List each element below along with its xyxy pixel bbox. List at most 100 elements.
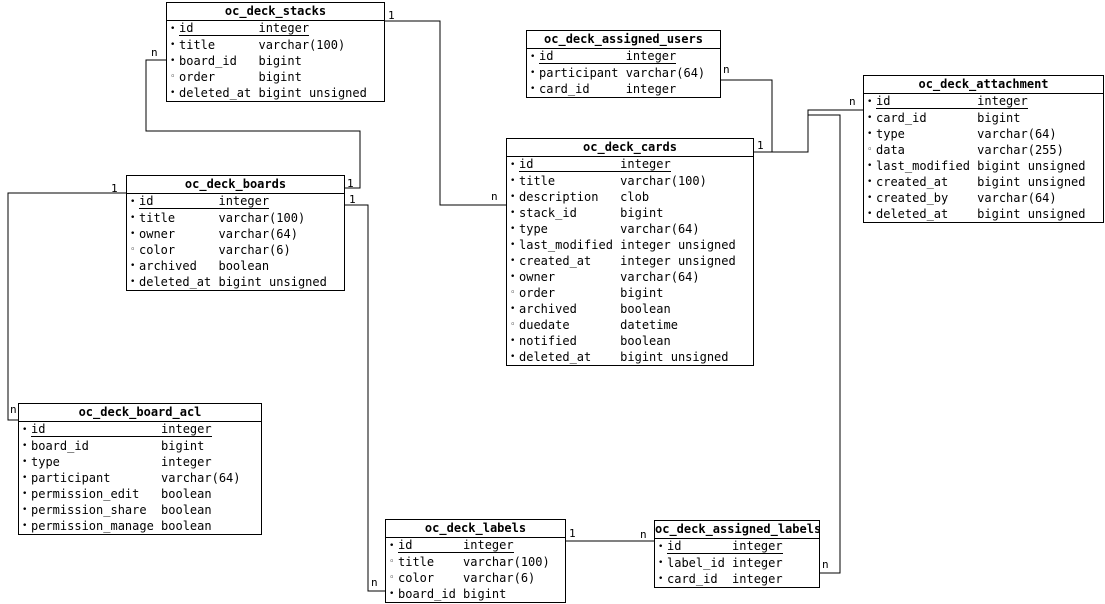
field-type: integer	[161, 454, 212, 469]
relationship-oc_deck_cards-oc_deck_assigned_labels	[808, 114, 841, 574]
notnull-bullet-icon: •	[510, 272, 516, 282]
field-type: integer	[218, 194, 270, 208]
notnull-bullet-icon: •	[389, 589, 395, 599]
field-type: integer	[625, 49, 677, 63]
notnull-bullet-icon: •	[867, 193, 873, 203]
nullable-bullet-icon: ◦	[867, 145, 873, 155]
notnull-bullet-icon: •	[130, 261, 136, 271]
nullable-bullet-icon: ◦	[510, 320, 516, 330]
notnull-bullet-icon: •	[510, 352, 516, 362]
field-name: type	[31, 454, 60, 469]
nullable-bullet-icon: ◦	[130, 245, 136, 255]
field-type: varchar(255)	[977, 142, 1064, 157]
field-type: integer	[625, 81, 677, 96]
field-type: integer	[258, 21, 310, 35]
field-name: color	[139, 242, 176, 257]
field-type: clob	[620, 189, 650, 204]
notnull-bullet-icon: •	[130, 197, 136, 207]
field-name: id	[667, 539, 682, 553]
notnull-bullet-icon: •	[170, 40, 176, 50]
notnull-bullet-icon: •	[530, 84, 536, 94]
field-type: bigint	[977, 110, 1021, 125]
field-name: order	[179, 69, 216, 84]
notnull-bullet-icon: •	[170, 56, 176, 66]
field-type: integer	[463, 538, 514, 552]
field-name: created_at	[519, 253, 592, 268]
field-type: varchar(100)	[463, 554, 550, 569]
field-text: data varchar(255)	[876, 142, 1064, 157]
cardinality-label: 1	[347, 177, 354, 190]
field-type: bigint unsigned	[977, 158, 1086, 173]
nullable-bullet-icon: ◦	[170, 72, 176, 82]
notnull-bullet-icon: •	[22, 441, 28, 451]
field-row-data: ◦data varchar(255)	[864, 142, 1103, 158]
field-type: bigint unsigned	[258, 85, 367, 100]
field-type: bigint	[620, 285, 664, 300]
field-name: type	[876, 126, 905, 141]
notnull-bullet-icon: •	[389, 541, 395, 551]
notnull-bullet-icon: •	[658, 558, 664, 568]
table-title: oc_deck_labels	[386, 520, 565, 538]
relationship-oc_deck_stacks-oc_deck_cards	[385, 20, 506, 206]
cardinality-label: n	[371, 576, 378, 589]
field-type: integer unsigned	[620, 237, 736, 252]
relationship-oc_deck_boards-oc_deck_stacks	[145, 59, 361, 189]
field-name: id	[398, 538, 413, 552]
cardinality-label: n	[10, 403, 17, 416]
field-name: deleted_at	[179, 85, 252, 100]
notnull-bullet-icon: •	[530, 52, 536, 62]
field-name: card_id	[876, 110, 927, 125]
field-name: data	[876, 142, 905, 157]
relationship-oc_deck_boards-oc_deck_board_acl	[7, 192, 126, 421]
field-type: bigint	[620, 205, 664, 220]
notnull-bullet-icon: •	[867, 129, 873, 139]
table-title: oc_deck_board_acl	[19, 404, 261, 422]
field-name: created_by	[876, 190, 949, 205]
table-title: oc_deck_attachment	[864, 76, 1103, 94]
cardinality-label: 1	[757, 139, 764, 152]
field-type: integer	[977, 94, 1028, 108]
cardinality-label: n	[151, 46, 158, 59]
cardinality-label: n	[723, 63, 730, 76]
field-type: varchar(64)	[161, 470, 241, 485]
field-type: varchar(6)	[463, 570, 536, 585]
notnull-bullet-icon: •	[867, 209, 873, 219]
nullable-bullet-icon: ◦	[389, 573, 395, 583]
